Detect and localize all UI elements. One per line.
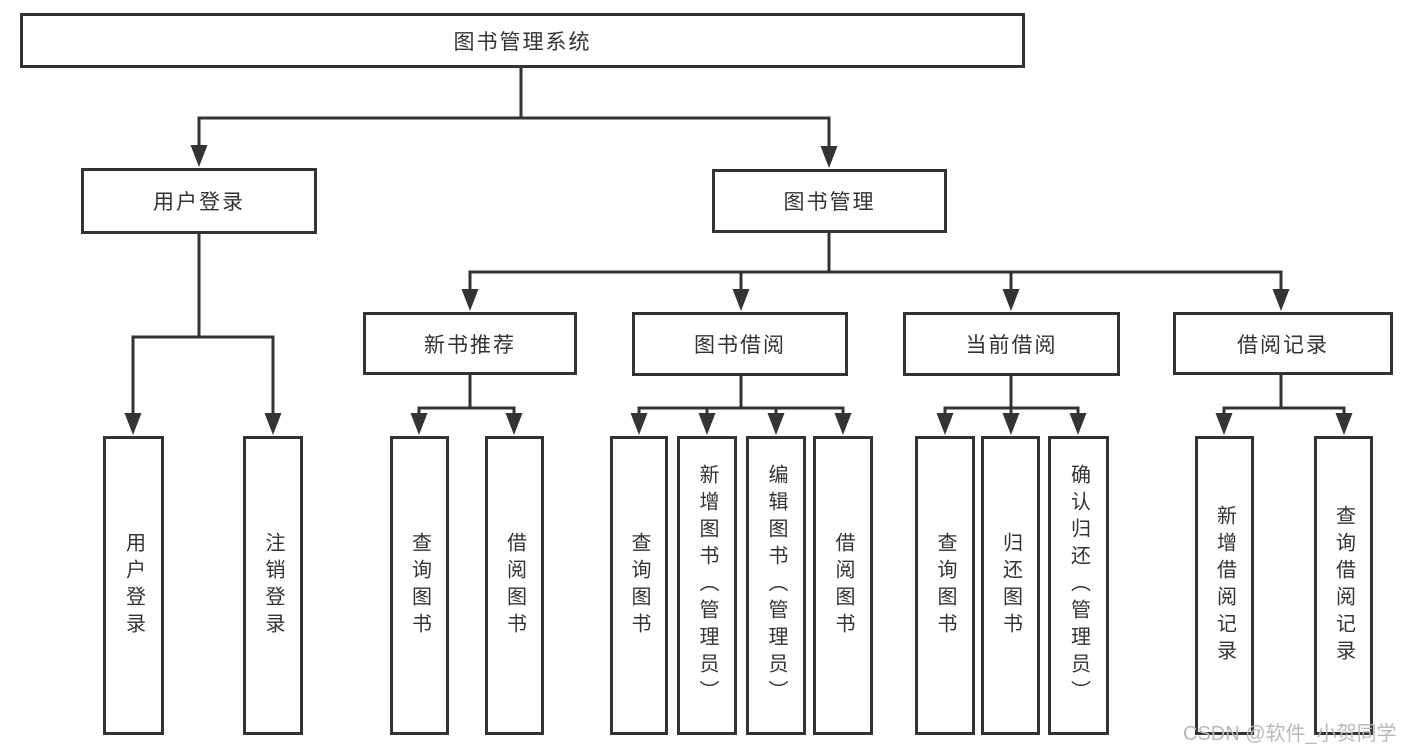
- node-root: 图书管理系统: [20, 13, 1025, 68]
- watermark: CSDN @软件_小贺同学: [1183, 723, 1397, 745]
- node-book-management: 图书管理: [712, 169, 947, 233]
- leaf-logout-login: 注销登录: [243, 436, 303, 735]
- node-user-login: 用户登录: [81, 168, 317, 234]
- leaf-borrow-books-recommend: 借阅图书: [485, 436, 544, 735]
- leaf-confirm-return-admin: 确认归还（管理员）: [1048, 436, 1109, 735]
- arrowheads: [124, 145, 1353, 435]
- node-borrow-records: 借阅记录: [1173, 312, 1393, 375]
- leaf-query-books-current: 查询图书: [915, 436, 975, 735]
- leaf-user-login: 用户登录: [103, 436, 164, 735]
- leaf-borrow-books: 借阅图书: [813, 436, 873, 735]
- node-current-borrow: 当前借阅: [903, 312, 1120, 376]
- leaf-add-borrow-record: 新增借阅记录: [1195, 436, 1254, 735]
- leaf-edit-books-admin: 编辑图书（管理员）: [746, 436, 806, 735]
- node-book-borrow: 图书借阅: [632, 312, 848, 376]
- leaf-return-books: 归还图书: [981, 436, 1040, 735]
- node-new-book-recommend: 新书推荐: [363, 312, 577, 375]
- leaf-query-books-recommend: 查询图书: [390, 436, 449, 735]
- leaf-query-books-borrow: 查询图书: [610, 436, 668, 735]
- leaf-add-books-admin: 新增图书（管理员）: [677, 436, 737, 735]
- leaf-query-borrow-record: 查询借阅记录: [1314, 436, 1373, 735]
